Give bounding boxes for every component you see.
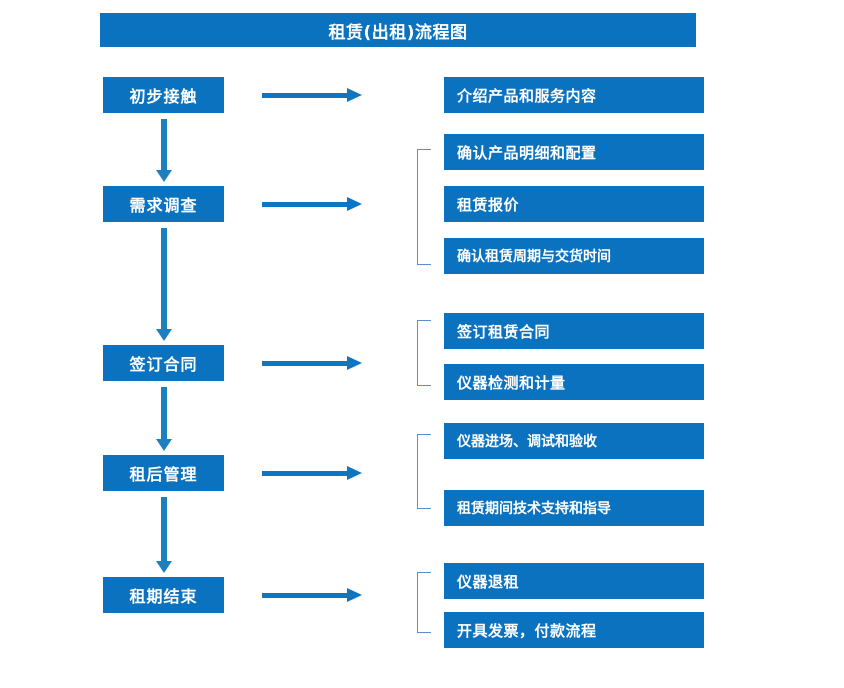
arrow-shaft: [262, 593, 350, 598]
horizontal-arrow-5: [262, 588, 362, 602]
stage-box-2[interactable]: 需求调查: [103, 186, 224, 222]
detail-box-3[interactable]: 租赁报价: [444, 186, 704, 222]
group-bracket-1: [417, 149, 431, 265]
detail-box-8[interactable]: 租赁期间技术支持和指导: [444, 490, 704, 526]
arrow-head: [347, 466, 362, 480]
arrow-head: [347, 356, 362, 370]
arrow-shaft: [161, 228, 167, 330]
detail-box-7[interactable]: 仪器进场、调试和验收: [444, 423, 704, 459]
stage-box-3[interactable]: 签订合同: [103, 345, 224, 381]
detail-box-6[interactable]: 仪器检测和计量: [444, 364, 704, 400]
arrow-head: [156, 329, 172, 341]
detail-box-5[interactable]: 签订租赁合同: [444, 313, 704, 349]
detail-box-9[interactable]: 仪器退租: [444, 563, 704, 599]
vertical-arrow-3: [156, 387, 172, 451]
arrow-head: [156, 170, 172, 182]
vertical-arrow-4: [156, 497, 172, 573]
arrow-shaft: [262, 93, 350, 98]
detail-box-1[interactable]: 介绍产品和服务内容: [444, 77, 704, 113]
stage-box-5[interactable]: 租期结束: [103, 577, 224, 613]
arrow-shaft: [262, 471, 350, 476]
vertical-arrow-2: [156, 228, 172, 341]
arrow-head: [156, 439, 172, 451]
horizontal-arrow-2: [262, 197, 362, 211]
group-bracket-4: [417, 572, 431, 633]
stage-box-4[interactable]: 租后管理: [103, 455, 224, 491]
detail-box-4[interactable]: 确认租赁周期与交货时间: [444, 238, 704, 274]
horizontal-arrow-1: [262, 88, 362, 102]
arrow-shaft: [161, 387, 167, 440]
arrow-shaft: [262, 202, 350, 207]
stage-box-1[interactable]: 初步接触: [103, 77, 224, 113]
arrow-shaft: [161, 119, 167, 171]
detail-box-10[interactable]: 开具发票，付款流程: [444, 612, 704, 648]
arrow-shaft: [161, 497, 167, 562]
group-bracket-2: [417, 320, 431, 386]
arrow-head: [347, 588, 362, 602]
arrow-shaft: [262, 361, 350, 366]
vertical-arrow-1: [156, 119, 172, 182]
horizontal-arrow-4: [262, 466, 362, 480]
arrow-head: [347, 88, 362, 102]
group-bracket-3: [417, 434, 431, 509]
diagram-title: 租赁(出租)流程图: [100, 13, 696, 47]
arrow-head: [156, 561, 172, 573]
horizontal-arrow-3: [262, 356, 362, 370]
arrow-head: [347, 197, 362, 211]
detail-box-2[interactable]: 确认产品明细和配置: [444, 134, 704, 170]
